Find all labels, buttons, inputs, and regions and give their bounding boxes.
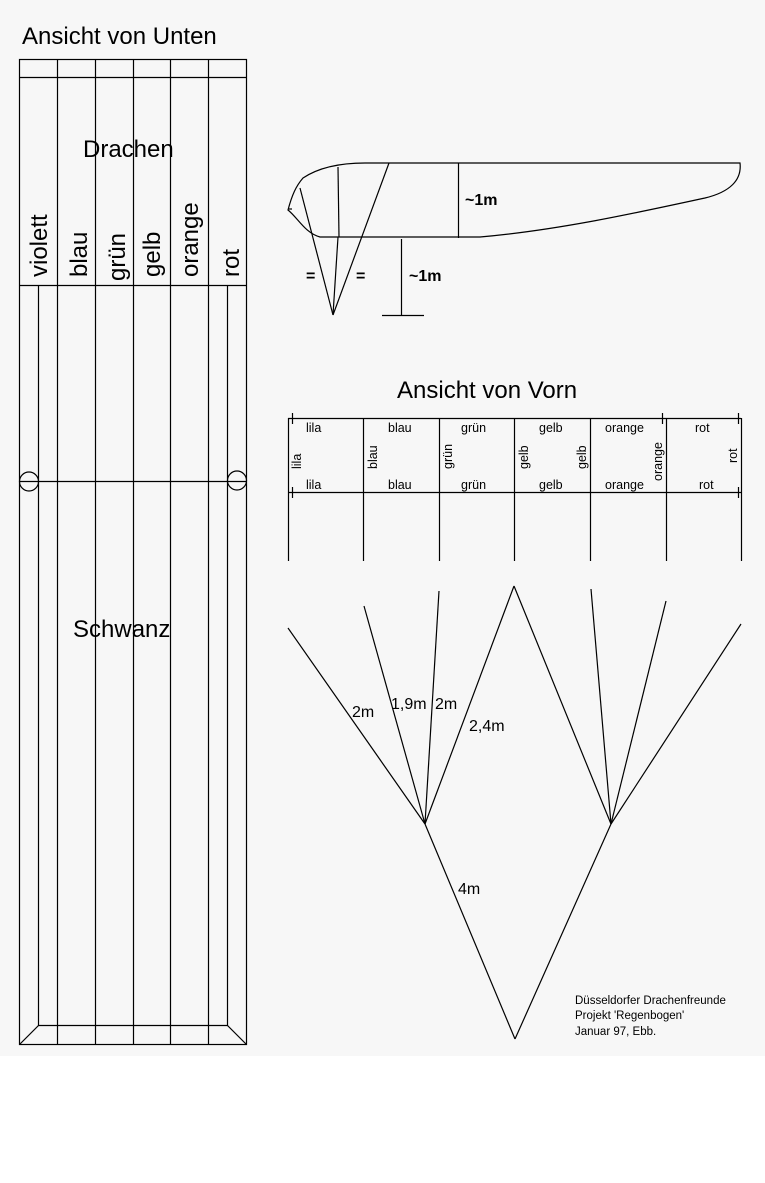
front-top-label-gelb: gelb (539, 421, 563, 435)
drawing-canvas: Ansicht von Unten Drachen Schwanz violet… (18, 23, 743, 1046)
front-side-label-gruen: grün (441, 444, 455, 469)
front-bottom-label-blau: blau (388, 478, 412, 492)
main-line-left (424, 823, 516, 1040)
front-bottom-label-gruen: grün (461, 478, 486, 492)
bridle-line (332, 162, 390, 316)
kite-profile-outline (287, 162, 741, 238)
bridle-diagram: 2m 1,9m 2m 2,4m 4m (287, 585, 742, 1040)
front-bottom-label-orange: orange (605, 478, 644, 492)
front-bottom-label-gelb: gelb (539, 478, 563, 492)
strip-label-gruen: grün (104, 233, 131, 281)
bottom-view: Ansicht von Unten Drachen Schwanz violet… (18, 23, 248, 1046)
ring-right-icon (226, 470, 248, 491)
front-side-label-rot: rot (726, 448, 740, 463)
front-side-label-orange: orange (651, 442, 665, 481)
strip-label-orange: orange (177, 202, 204, 277)
tail-label: Schwanz (73, 616, 170, 643)
main-line-length: 4m (458, 881, 480, 898)
bridle-length-2: 1,9m (391, 696, 427, 713)
front-view-title: Ansicht von Vorn (397, 377, 577, 404)
strip-label-gelb: gelb (139, 232, 166, 277)
front-top-label-orange: orange (605, 421, 644, 435)
credits-club: Düsseldorfer Drachenfreunde (575, 995, 726, 1007)
credits-block: Düsseldorfer Drachenfreunde Projekt 'Reg… (575, 995, 726, 1038)
front-side-label-blau: blau (366, 445, 380, 469)
profile-rib (337, 166, 340, 238)
bridle-line (332, 236, 339, 316)
bridle-line-right-3 (610, 600, 667, 825)
front-top-label-rot: rot (695, 421, 710, 435)
bridle-length-4: 2,4m (469, 718, 505, 735)
ring-left-icon (18, 471, 40, 492)
front-top-label-lila: lila (306, 421, 321, 435)
side-view: ~1m ~1m = = (287, 162, 741, 317)
equal-mark-left: = (306, 268, 315, 285)
kite-label: Drachen (83, 136, 174, 163)
equal-mark-right: = (356, 268, 365, 285)
front-view: Ansicht von Vorn lila blau grün gelb ora… (287, 377, 743, 561)
bridle-line-left-3 (424, 590, 440, 825)
bridle-line-left-1 (287, 627, 426, 825)
profile-height-label: ~1m (465, 192, 497, 209)
front-bottom-label-lila: lila (306, 478, 321, 492)
front-bottom-label-rot: rot (699, 478, 714, 492)
main-line-right (514, 823, 612, 1040)
bridle-length-1: 2m (352, 704, 374, 721)
bridle-length-3: 2m (435, 696, 457, 713)
bridle-line-right-1 (513, 585, 612, 825)
line-length-label: ~1m (409, 268, 441, 285)
bridle-line-left-2 (363, 605, 426, 825)
bridle-line-right-4 (610, 623, 742, 825)
kite-plan-drawing: Ansicht von Unten Drachen Schwanz violet… (18, 23, 743, 1046)
tail-corner (19, 1025, 39, 1045)
bridle-line-left-4 (424, 585, 515, 825)
tail-corner (227, 1025, 247, 1045)
bottom-view-title: Ansicht von Unten (22, 23, 217, 50)
front-top-label-gruen: grün (461, 421, 486, 435)
front-side-label-gelb-right: gelb (575, 445, 589, 469)
front-side-label-lila: lila (290, 454, 304, 469)
credits-date-author: Januar 97, Ebb. (575, 1026, 656, 1038)
credits-project: Projekt 'Regenbogen' (575, 1010, 684, 1022)
front-side-label-gelb-left: gelb (517, 445, 531, 469)
strip-label-rot: rot (218, 249, 245, 277)
strip-label-violett: violett (26, 214, 53, 277)
bridle-line-right-2 (590, 588, 612, 825)
bridle-line (299, 187, 334, 316)
strip-label-blau: blau (66, 232, 93, 277)
front-top-label-blau: blau (388, 421, 412, 435)
